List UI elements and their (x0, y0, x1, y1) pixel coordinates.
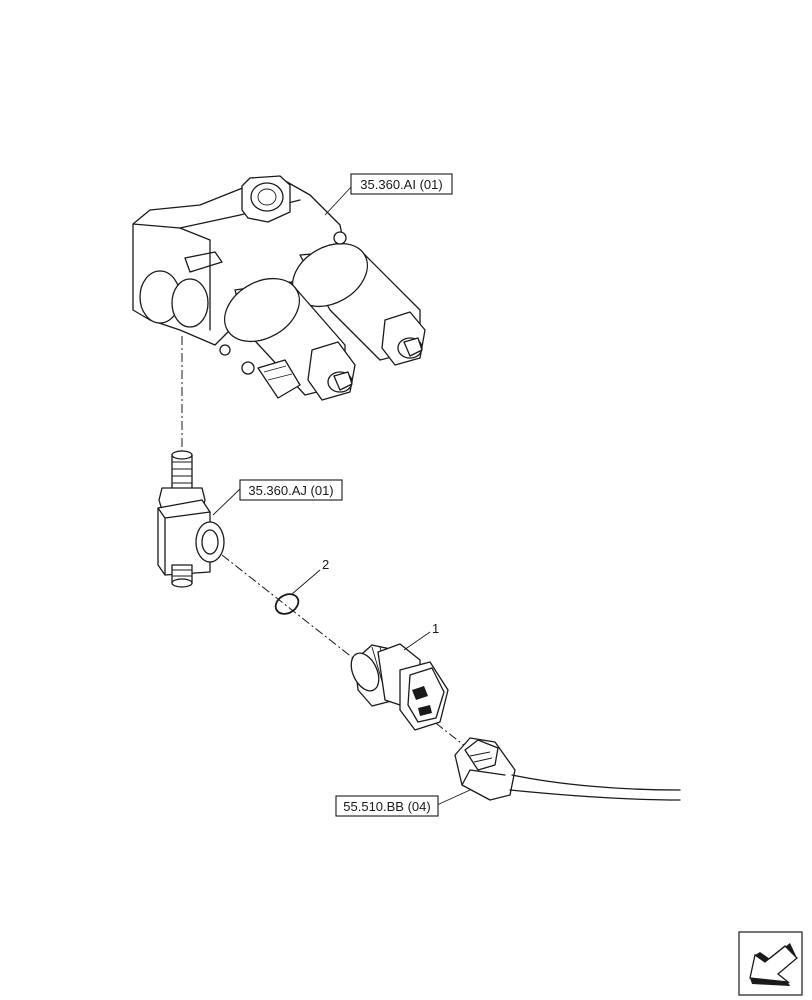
ref-label-valve-block[interactable]: 35.360.AI (01) (350, 173, 453, 195)
valve-block-leader (324, 185, 353, 216)
pressure-sensor (350, 643, 449, 731)
callout-sensor[interactable]: 1 (432, 621, 439, 636)
callout-o-ring[interactable]: 2 (322, 557, 329, 572)
o-ring-leader (291, 569, 321, 595)
o-ring (274, 593, 300, 615)
svg-text:35.360.AJ (01): 35.360.AJ (01) (248, 483, 333, 498)
ref-label-tee-fitting[interactable]: 35.360.AJ (01) (239, 479, 343, 501)
tee-fitting (157, 450, 225, 588)
tee-fitting-leader (212, 488, 241, 516)
ref-label-harness-connector[interactable]: 55.510.BB (04) (335, 795, 439, 817)
harness-connector-leader (436, 789, 471, 806)
harness-connector (454, 737, 681, 801)
arrow-back-icon[interactable] (738, 931, 803, 996)
sensor-leader (403, 631, 431, 651)
svg-text:55.510.BB (04): 55.510.BB (04) (343, 799, 430, 814)
solenoid-valve-block (132, 175, 426, 401)
svg-text:35.360.AI (01): 35.360.AI (01) (360, 177, 442, 192)
